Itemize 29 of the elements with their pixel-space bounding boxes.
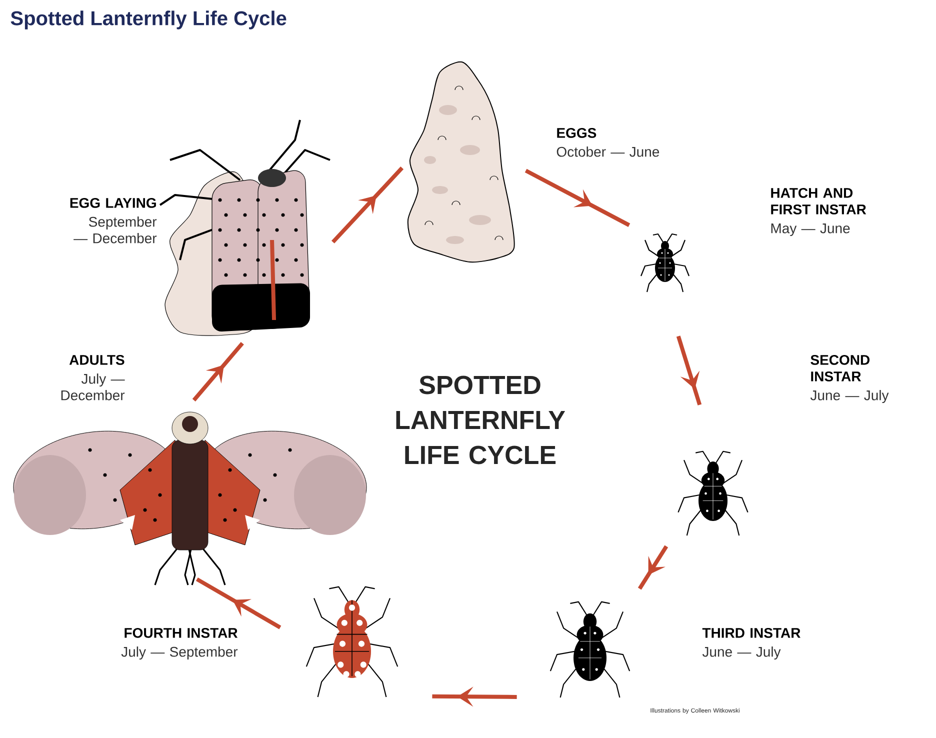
adult-lanternfly-drawing <box>13 412 367 586</box>
stage-name: ADULTS <box>69 354 124 365</box>
stage-name: EGG LAYING <box>70 198 156 208</box>
stage-name: THIRD INSTAR <box>702 628 800 638</box>
date-range: September — December <box>74 216 157 244</box>
arrow <box>331 166 404 244</box>
arrow <box>192 342 244 402</box>
arrow <box>196 577 282 630</box>
date-range: May — June <box>771 224 850 236</box>
arrow <box>524 168 630 227</box>
center-title: SPOTTED LANTERNFLY LIFE CYCLE <box>396 376 566 464</box>
title: Spotted Lanternfly Life Cycle <box>10 10 286 30</box>
stage-name: FOURTH INSTAR <box>124 628 238 638</box>
stage-name: EGGS <box>557 128 596 138</box>
arrow <box>638 545 668 590</box>
egg-laying-drawing <box>159 120 330 336</box>
nymph-drawing <box>306 586 398 698</box>
date-range: October — June <box>556 146 660 157</box>
stage-name: HATCH AND FIRST INSTAR <box>771 188 866 214</box>
egg-mass-drawing <box>407 61 515 263</box>
arrow <box>676 336 702 406</box>
nymph-drawing <box>640 233 690 292</box>
date-range: July — September <box>121 646 238 660</box>
date-range: June — July <box>702 646 781 660</box>
nymph-drawing <box>678 450 748 536</box>
date-range: July — December <box>61 374 125 400</box>
nymph-drawing <box>550 601 630 698</box>
stage-name: SECOND INSTAR <box>810 354 870 382</box>
date-range: June — July <box>810 390 889 404</box>
